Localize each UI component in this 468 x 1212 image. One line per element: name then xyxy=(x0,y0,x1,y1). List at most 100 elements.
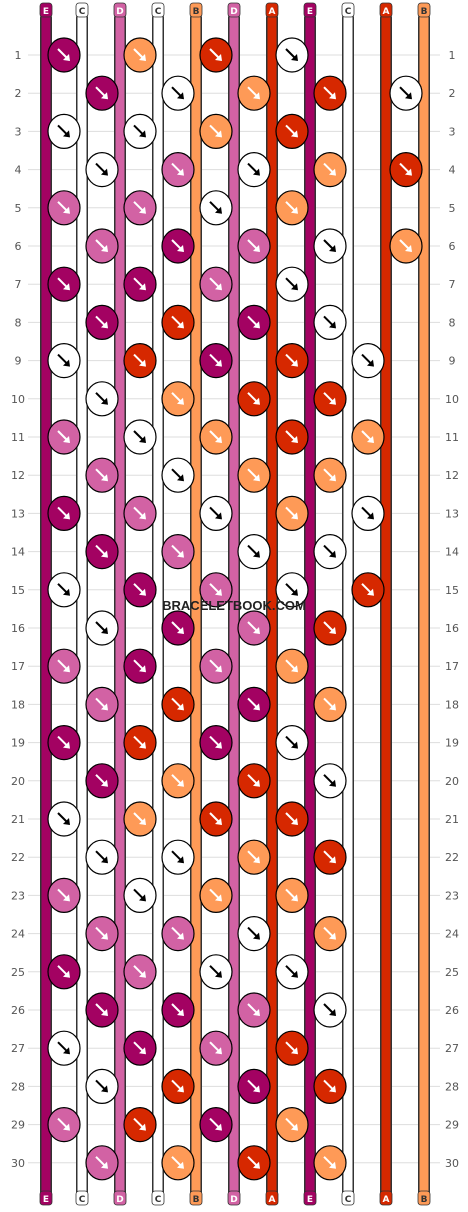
knot xyxy=(47,495,81,532)
string-letter-top: A xyxy=(265,2,279,18)
knot xyxy=(85,533,119,570)
knot xyxy=(275,266,309,302)
row-label-left: 20 xyxy=(11,775,25,788)
knot xyxy=(47,1106,81,1143)
knot xyxy=(275,801,309,837)
knot xyxy=(161,228,195,264)
knot xyxy=(47,724,81,761)
knot xyxy=(123,266,157,302)
row-label-left: 3 xyxy=(15,125,22,138)
row-label-left: 17 xyxy=(11,660,25,673)
row-label-left: 1 xyxy=(15,49,22,62)
row-label-right: 20 xyxy=(445,775,459,788)
knot xyxy=(313,1145,347,1181)
knot xyxy=(237,152,271,188)
knot xyxy=(275,419,309,455)
knot xyxy=(237,75,271,111)
row-label-right: 14 xyxy=(445,546,459,559)
row-label-right: 22 xyxy=(445,851,459,864)
knot xyxy=(199,877,233,914)
knot xyxy=(237,1068,271,1105)
svg-text:E: E xyxy=(43,1195,49,1205)
knot xyxy=(199,572,233,608)
string-letter-bottom: B xyxy=(189,1190,203,1206)
row-label-right: 13 xyxy=(445,507,459,520)
svg-text:A: A xyxy=(269,7,276,17)
knot xyxy=(47,266,81,302)
row-label-right: 30 xyxy=(445,1157,459,1170)
knot xyxy=(313,763,347,799)
knot xyxy=(199,954,233,990)
knot xyxy=(313,75,347,111)
string-letter-bottom: A xyxy=(379,1190,393,1206)
knot xyxy=(123,419,157,455)
knot xyxy=(199,801,233,837)
svg-text:B: B xyxy=(193,1195,200,1205)
knot xyxy=(351,572,385,608)
string-letter-bottom: A xyxy=(265,1190,279,1206)
knot xyxy=(275,1030,309,1066)
row-label-right: 21 xyxy=(445,813,459,826)
row-label-left: 5 xyxy=(15,202,22,215)
row-label-right: 26 xyxy=(445,1004,459,1017)
string-letter-bottom: B xyxy=(417,1190,431,1206)
string-letter-bottom: E xyxy=(39,1190,53,1206)
row-label-left: 9 xyxy=(15,355,22,368)
svg-text:A: A xyxy=(383,7,390,17)
knot xyxy=(47,1030,81,1066)
svg-text:D: D xyxy=(116,1195,123,1205)
svg-text:C: C xyxy=(79,1195,86,1205)
knot xyxy=(313,686,347,723)
row-label-right: 18 xyxy=(445,698,459,711)
knot xyxy=(123,801,157,837)
knot xyxy=(275,877,309,914)
row-label-left: 16 xyxy=(11,622,25,635)
knot xyxy=(237,304,271,340)
string-letter-bottom: C xyxy=(75,1190,89,1206)
svg-text:D: D xyxy=(116,7,123,17)
knot xyxy=(199,495,233,532)
knot xyxy=(123,1030,157,1066)
string-letter-top: E xyxy=(39,2,53,18)
knot xyxy=(275,572,309,608)
row-label-left: 10 xyxy=(11,393,25,406)
knot xyxy=(47,37,81,73)
knot xyxy=(123,343,157,379)
row-label-left: 15 xyxy=(11,584,25,597)
row-label-right: 11 xyxy=(445,431,459,444)
row-label-left: 18 xyxy=(11,698,25,711)
knot xyxy=(199,113,233,149)
knot xyxy=(47,113,81,149)
knot xyxy=(275,1106,309,1143)
svg-text:D: D xyxy=(230,1195,237,1205)
knot xyxy=(161,686,195,723)
knot xyxy=(123,954,157,990)
knot xyxy=(199,724,233,761)
knot xyxy=(313,381,347,417)
knot xyxy=(313,839,347,875)
row-label-right: 6 xyxy=(449,240,456,253)
knot xyxy=(199,266,233,302)
knot xyxy=(237,228,271,264)
knot xyxy=(275,648,309,684)
row-label-left: 24 xyxy=(11,928,25,941)
string-letter-top: C xyxy=(75,2,89,18)
row-label-right: 28 xyxy=(445,1080,459,1093)
string-letter-top: B xyxy=(417,2,431,18)
knot xyxy=(313,304,347,340)
row-label-left: 22 xyxy=(11,851,25,864)
knot xyxy=(275,495,309,532)
knot xyxy=(47,954,81,990)
row-label-right: 9 xyxy=(449,355,456,368)
knot xyxy=(123,37,157,73)
row-label-left: 14 xyxy=(11,546,25,559)
row-label-right: 19 xyxy=(445,737,459,750)
knot xyxy=(161,610,195,646)
knot xyxy=(351,343,385,379)
row-label-right: 16 xyxy=(445,622,459,635)
knot xyxy=(199,419,233,455)
row-label-right: 2 xyxy=(449,87,456,100)
knot xyxy=(123,113,157,149)
